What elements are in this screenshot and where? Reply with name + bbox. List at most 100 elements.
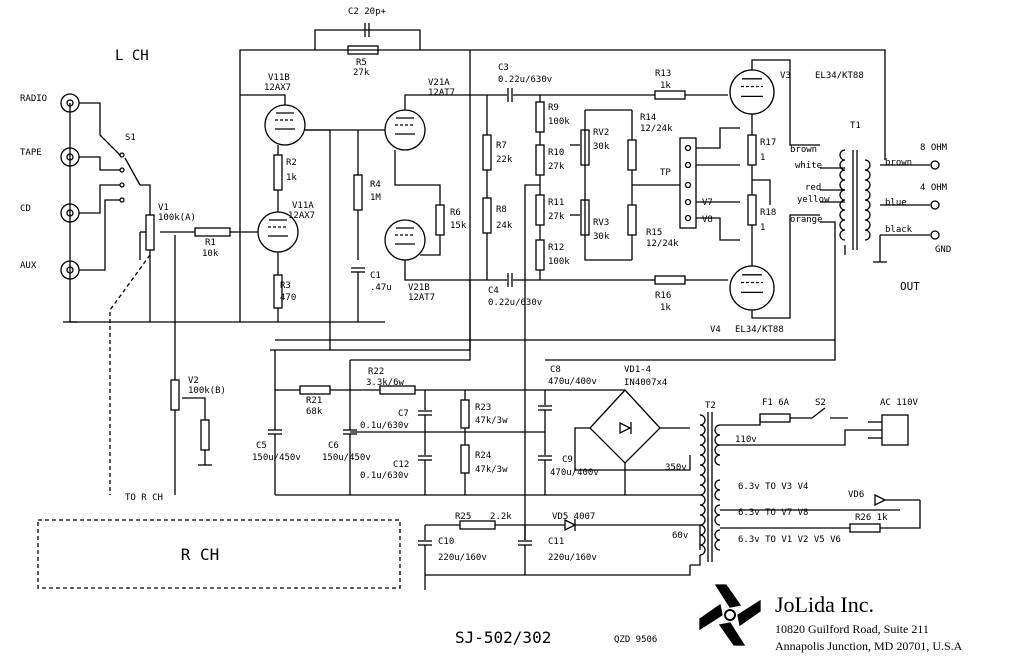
wire <box>79 102 121 156</box>
resistor <box>580 129 590 166</box>
wire <box>545 340 836 361</box>
label-text: 1M <box>370 193 381 203</box>
label-text: R26 1k <box>855 513 888 523</box>
resistor <box>347 45 379 55</box>
model-number: SJ-502/302 <box>455 628 551 647</box>
label-text: 27k <box>548 212 565 222</box>
label-text: 12AT7 <box>428 88 455 98</box>
label-text: C4 <box>488 286 499 296</box>
wire <box>404 260 487 281</box>
resistor <box>194 227 231 237</box>
label-text: C3 <box>498 63 509 73</box>
test-point <box>684 198 692 206</box>
resistor <box>482 197 492 234</box>
label-text: 150u/450v <box>252 453 301 463</box>
wire <box>584 110 632 261</box>
test-point <box>684 144 692 152</box>
label-text: VD6 <box>848 490 864 500</box>
resistor <box>273 274 283 309</box>
label-text: TO R CH <box>125 493 163 503</box>
label-text: yellow <box>797 195 830 205</box>
label-text: C12 <box>393 460 409 470</box>
label-text: 1 <box>760 153 765 163</box>
resistor <box>170 379 180 411</box>
label-text: C10 <box>438 537 454 547</box>
label-text: V4 <box>710 325 721 335</box>
wire <box>880 500 921 529</box>
logo-blade <box>699 603 723 631</box>
label-text: C5 <box>256 441 267 451</box>
label-text: C6 <box>328 441 339 451</box>
label-text: 6.3v TO V7 V8 <box>738 508 808 518</box>
tube-v11b <box>264 104 306 146</box>
r-ch-box <box>37 519 401 589</box>
label-text: R7 <box>496 141 507 151</box>
label-text: brown <box>885 158 912 168</box>
label-text: C8 <box>550 365 561 375</box>
label-text: orange <box>790 215 823 225</box>
label-text: 470u/400v <box>548 377 597 387</box>
label-text: V3 <box>780 71 791 81</box>
wire <box>420 235 441 256</box>
input-label: TAPE <box>20 148 42 158</box>
input-jack <box>60 203 80 223</box>
label-text: C1 <box>370 271 381 281</box>
label-text: 27k <box>548 162 565 172</box>
transformer-winding <box>714 479 721 501</box>
resistor <box>759 413 791 423</box>
tube-v11a <box>257 211 299 253</box>
label-text: 24k <box>496 221 513 231</box>
label-text: 10k <box>202 249 219 259</box>
wire <box>270 129 331 351</box>
resistor <box>200 419 210 451</box>
company-logo <box>699 584 761 646</box>
label-text: VD5 4007 <box>552 512 595 522</box>
label-text: T2 <box>705 401 716 411</box>
tube-v3 <box>729 69 775 115</box>
label-text: R25 <box>455 512 471 522</box>
label-text: 12AX7 <box>288 211 315 221</box>
label-text: 6.3v TO V3 V4 <box>738 482 808 492</box>
label-text: EL34/KT88 <box>815 71 864 81</box>
ac-plug <box>881 414 909 446</box>
input-jack-center <box>66 209 74 217</box>
label-text: TP <box>660 168 671 178</box>
resistor <box>460 444 470 474</box>
label-text: C2 20p+ <box>348 7 387 17</box>
label-text: 60v <box>672 531 688 541</box>
label-text: GND <box>935 245 951 255</box>
label-text: 15k <box>450 221 467 231</box>
input-jack <box>60 147 80 167</box>
input-jack-center <box>66 99 74 107</box>
label-text: IN4007x4 <box>624 378 667 388</box>
resistor <box>459 520 496 530</box>
label-text: black <box>885 225 913 235</box>
label-text: 12AX7 <box>264 83 291 93</box>
label-text: R18 <box>760 208 776 218</box>
wire <box>124 157 141 186</box>
tube-v21a <box>384 109 426 151</box>
label-text: S2 <box>815 398 826 408</box>
label-text: C7 <box>398 409 409 419</box>
resistor <box>535 101 545 133</box>
label-text: C11 <box>548 537 564 547</box>
label-text: 220u/160v <box>438 553 487 563</box>
wire <box>404 94 487 110</box>
resistor <box>580 199 590 236</box>
wire <box>394 150 441 205</box>
company-address-2: Annapolis Junction, MD 20701, U.S.A <box>775 639 963 653</box>
label-text: 220u/160v <box>548 553 597 563</box>
label-text: 100k(A) <box>158 213 196 223</box>
label-text: V21A <box>428 78 450 88</box>
wire <box>690 555 701 566</box>
wire <box>720 429 882 446</box>
label-text: 150u/450v <box>322 453 371 463</box>
label-text: T1 <box>850 121 861 131</box>
label-text: red <box>805 183 821 193</box>
resistor <box>747 134 757 166</box>
wire <box>790 407 826 419</box>
label-text: 1k <box>660 81 671 91</box>
label-text: V11A <box>292 201 314 211</box>
label-text: 470 <box>280 293 296 303</box>
